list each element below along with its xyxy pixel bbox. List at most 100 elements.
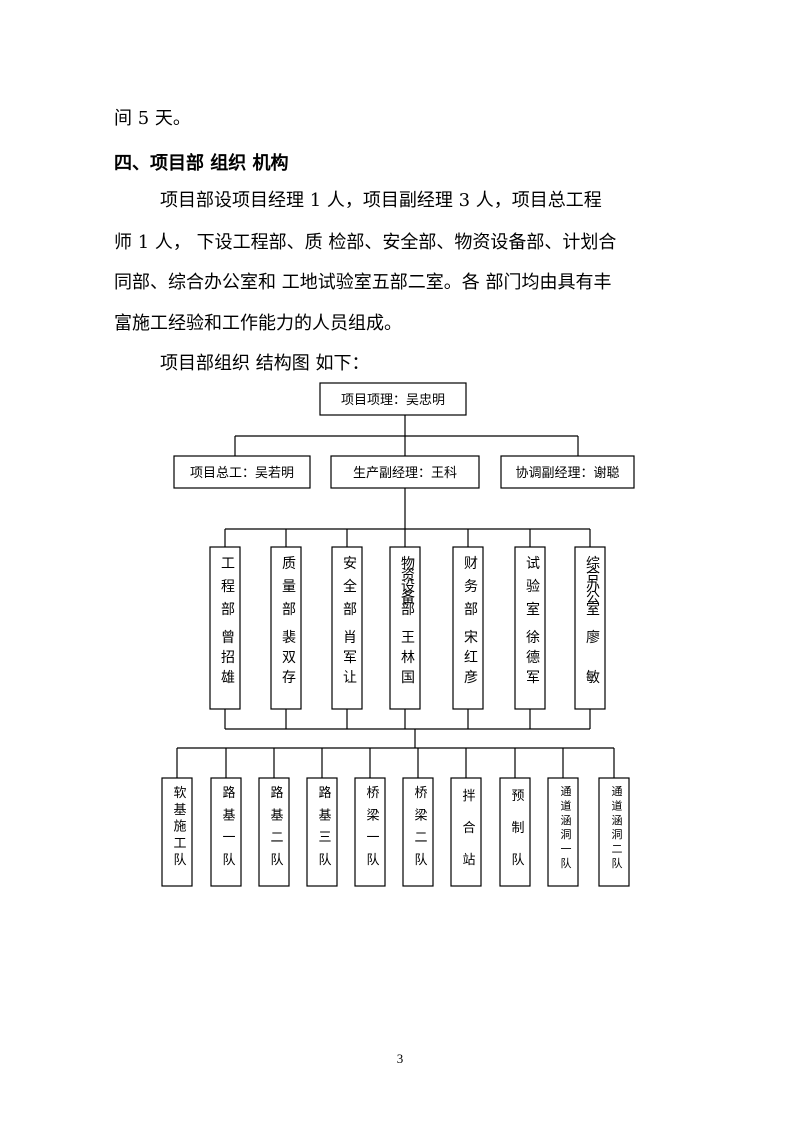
team-box-5 [354, 777, 386, 887]
dept-box-5 [452, 546, 484, 710]
dept-person-1-char: 雄 [221, 670, 235, 686]
dept-name-2-char: 部 [282, 602, 296, 618]
team-label-8-char: 队 [511, 853, 524, 868]
team-label-9-char: 道 [561, 798, 572, 812]
dept-box-4 [389, 546, 421, 710]
org-level2-2-label: 生产副经理：王科 [353, 466, 457, 481]
team-label-7-char: 合 [462, 821, 475, 836]
chart-intro: 项目部组织 结构图 如下： [160, 353, 370, 374]
team-label-3-char: 基 [270, 808, 283, 823]
dept-box-3 [331, 546, 363, 710]
team-label-8-char: 制 [511, 821, 524, 836]
team-box-4 [306, 777, 338, 887]
team-label-1-char: 工 [173, 836, 186, 851]
dept-name-1-char: 工 [221, 556, 235, 572]
dept-name-4-char: 设 [401, 579, 415, 595]
team-label-10-char: 洞 [612, 828, 623, 841]
dept-person-2-char: 存 [282, 670, 296, 686]
team-box-1 [161, 777, 193, 887]
dept-name-4-char: 物 [401, 556, 415, 572]
team-label-9-char: 通 [561, 785, 572, 798]
team-label-1-char: 软 [173, 786, 186, 801]
team-label-9-char: 洞 [561, 828, 572, 841]
team-label-6-char: 二 [414, 831, 427, 846]
text-line-continued: 间 5 天。 [114, 108, 191, 129]
dept-box-7 [574, 546, 606, 710]
dept-name-2-char: 质 [282, 556, 296, 572]
team-box-2 [210, 777, 242, 887]
team-label-10-char: 通 [612, 785, 623, 798]
dept-person-7-char: 敏 [586, 670, 600, 686]
dept-name-5-char: 财 [464, 556, 478, 572]
team-label-10-char: 涵 [612, 813, 623, 827]
dept-box-6 [514, 546, 546, 710]
dept-name-4-char: 部 [401, 602, 415, 618]
dept-name-1-char: 部 [221, 602, 235, 618]
dept-name-4-char: 备 [401, 590, 415, 607]
team-label-6-char: 梁 [414, 808, 427, 823]
paragraph-line-4: 富施工经验和工作能力的人员组成。 [114, 313, 402, 334]
team-label-4-char: 路 [318, 785, 331, 801]
dept-name-7-char: 办 [586, 579, 600, 595]
paragraph-line-3: 同部、综合办公室和 工地试验室五部二室。各 部门均由具有丰 [114, 272, 612, 293]
dept-person-7-char: 廖 [586, 629, 600, 646]
dept-name-6-char: 试 [526, 556, 540, 572]
team-label-3-char: 二 [270, 831, 283, 846]
team-label-3-char: 队 [270, 853, 283, 868]
team-box-3 [258, 777, 290, 887]
dept-name-3-char: 部 [343, 602, 357, 618]
team-label-1-char: 施 [173, 820, 186, 835]
team-box-6 [402, 777, 434, 887]
dept-name-3-char: 安 [343, 556, 357, 572]
dept-person-4-char: 林 [401, 650, 415, 666]
team-label-7-char: 站 [462, 853, 475, 868]
dept-person-4-char: 王 [401, 630, 415, 646]
dept-name-5-char: 部 [464, 602, 478, 618]
team-label-9-char: 队 [561, 856, 572, 870]
team-label-4-char: 三 [318, 831, 331, 846]
dept-person-6-char: 军 [526, 670, 540, 686]
dept-person-5-char: 红 [464, 650, 478, 666]
team-label-5-char: 队 [366, 853, 379, 868]
team-label-4-char: 基 [318, 808, 331, 823]
team-label-10-char: 道 [612, 798, 623, 812]
team-label-2-char: 基 [222, 808, 235, 823]
section-heading: 四、项目部 组织 机构 [114, 153, 289, 174]
dept-name-7-char: 室 [586, 601, 600, 618]
dept-name-2-char: 量 [282, 579, 296, 595]
dept-person-3-char: 军 [343, 650, 357, 666]
team-label-9-char: 一 [561, 843, 572, 856]
paragraph-line-2: 师 1 人， 下设工程部、质 检部、安全部、物资设备部、计划合 [114, 232, 617, 253]
org-level2-3-box [500, 455, 635, 489]
dept-person-3-char: 让 [343, 670, 357, 686]
dept-person-5-char: 彦 [464, 670, 478, 686]
team-label-6-char: 队 [414, 853, 427, 868]
dept-name-6-char: 验 [526, 579, 540, 595]
team-label-5-char: 桥 [366, 786, 379, 801]
team-label-9-char: 涵 [561, 813, 572, 827]
dept-box-2 [270, 546, 302, 710]
dept-person-6-char: 徐 [526, 630, 540, 646]
dept-person-1-char: 曾 [221, 630, 235, 646]
team-label-2-char: 路 [222, 785, 235, 801]
org-top-label: 项目项理：吴忠明 [341, 393, 445, 408]
team-label-5-char: 一 [366, 831, 379, 846]
dept-person-5-char: 宋 [464, 630, 478, 646]
org-level2-1-label: 项目总工：吴若明 [190, 465, 294, 481]
dept-name-4-char: 资 [401, 568, 415, 584]
team-label-4-char: 队 [318, 853, 331, 868]
dept-person-1-char: 招 [221, 650, 235, 666]
team-label-2-char: 一 [222, 831, 235, 846]
org-top-box [319, 382, 467, 416]
dept-name-7-char: 公 [586, 591, 600, 607]
paragraph-line-1: 项目部设项目经理 1 人，项目副经理 3 人，项目总工程 [160, 190, 602, 211]
team-box-7 [450, 777, 482, 887]
team-label-3-char: 路 [270, 785, 283, 801]
org-level2-2-box [330, 455, 480, 489]
dept-person-6-char: 德 [526, 650, 540, 666]
dept-name-5-char: 务 [464, 579, 478, 595]
org-chart: 项目项理：吴忠明项目总工：吴若明生产副经理：王科协调副经理：谢聪工程部曾招雄质量… [161, 382, 635, 887]
team-box-10 [598, 777, 630, 887]
dept-person-4-char: 国 [401, 670, 415, 686]
org-level2-3-label: 协调副经理：谢聪 [515, 465, 619, 481]
